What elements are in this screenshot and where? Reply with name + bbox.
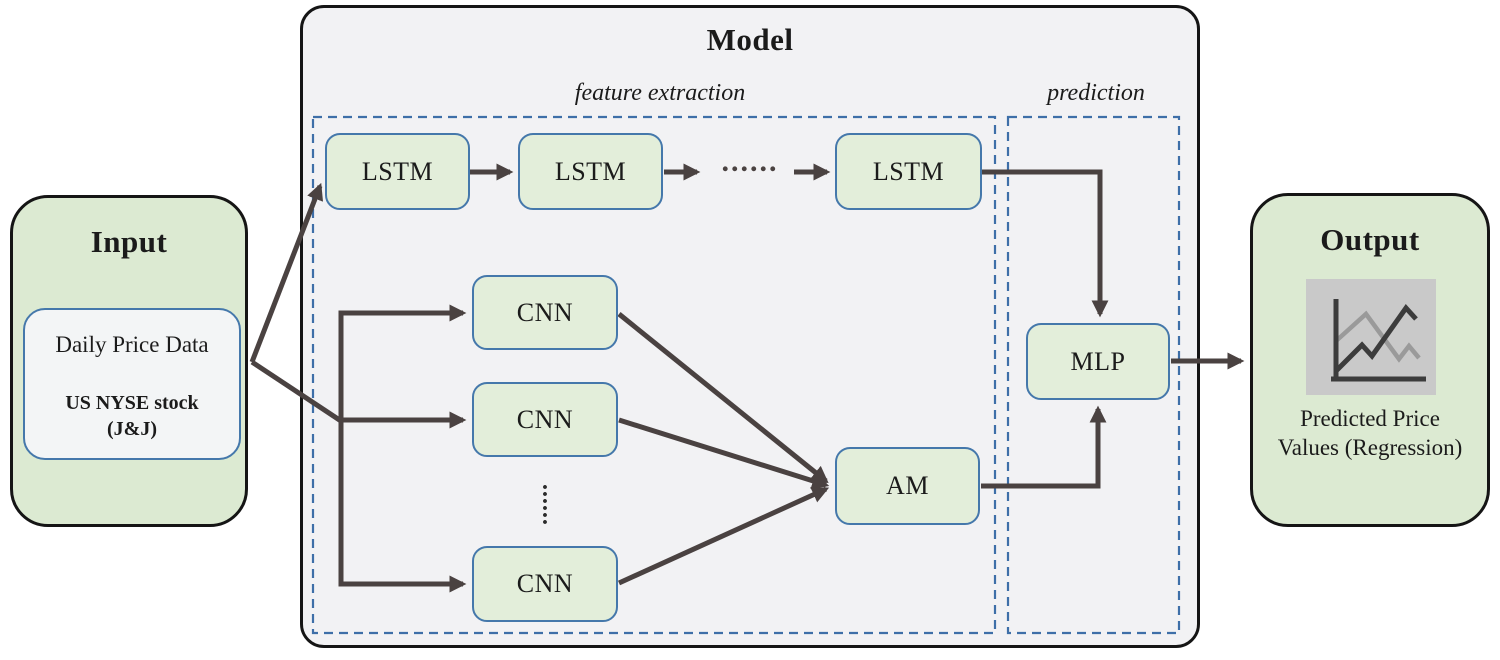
arrow-am-to-mlp (981, 405, 1107, 489)
lstm-ellipsis: ...... (721, 145, 779, 178)
input-data-line1: Daily Price Data (55, 332, 209, 357)
output-caption: Predicted Price Values (Regression) (1253, 404, 1487, 462)
input-data-box: Daily Price Data US NYSE stock (J&J) (23, 308, 241, 460)
input-data-line3: (J&J) (107, 418, 157, 440)
arrow-cnn1-to-am (617, 312, 829, 484)
line-chart-icon (1306, 279, 1436, 395)
feature-extraction-label: feature extraction (574, 80, 746, 106)
node-lstm2: LSTM (518, 133, 663, 210)
cnn-ellipsis: ...... (537, 484, 563, 526)
arrow-branch-to-cnn3 (338, 420, 467, 593)
model-title: Model (706, 22, 794, 57)
node-lstm1: LSTM (325, 133, 470, 210)
arrow-branch-to-cnn1 (338, 304, 467, 421)
output-caption-line2: Values (Regression) (1277, 435, 1463, 460)
feature-extraction-frame (311, 115, 997, 635)
node-am: AM (835, 447, 980, 525)
arrow-lstm3-to-mlp (982, 169, 1109, 318)
arrow-input-to-lstm1 (249, 182, 324, 363)
node-cnn1: CNN (472, 275, 618, 350)
node-mlp: MLP (1026, 323, 1170, 400)
chart-gray-series (1334, 310, 1421, 363)
input-data-line2: US NYSE stock (65, 392, 199, 414)
chart-dark-series (1334, 304, 1418, 373)
prediction-label: prediction (1047, 80, 1145, 106)
output-title: Output (1320, 222, 1420, 257)
prediction-frame (1006, 115, 1181, 635)
output-caption-line1: Predicted Price (1300, 406, 1440, 431)
node-cnn3: CNN (472, 546, 618, 622)
line-chart-icon-svg (1331, 299, 1426, 382)
arrow-cnn2-to-am (618, 417, 830, 490)
input-container: Input Daily Price Data US NYSE stock (J&… (10, 195, 248, 527)
node-lstm3: LSTM (835, 133, 982, 210)
output-container: Output Predicted Price Values (Regressio… (1250, 193, 1490, 527)
arrow-cnn3-to-am (617, 486, 830, 586)
input-title: Input (90, 224, 168, 259)
chart-axes (1331, 299, 1426, 382)
node-cnn2: CNN (472, 382, 618, 457)
line-input-to-cnn-junction (250, 359, 343, 424)
